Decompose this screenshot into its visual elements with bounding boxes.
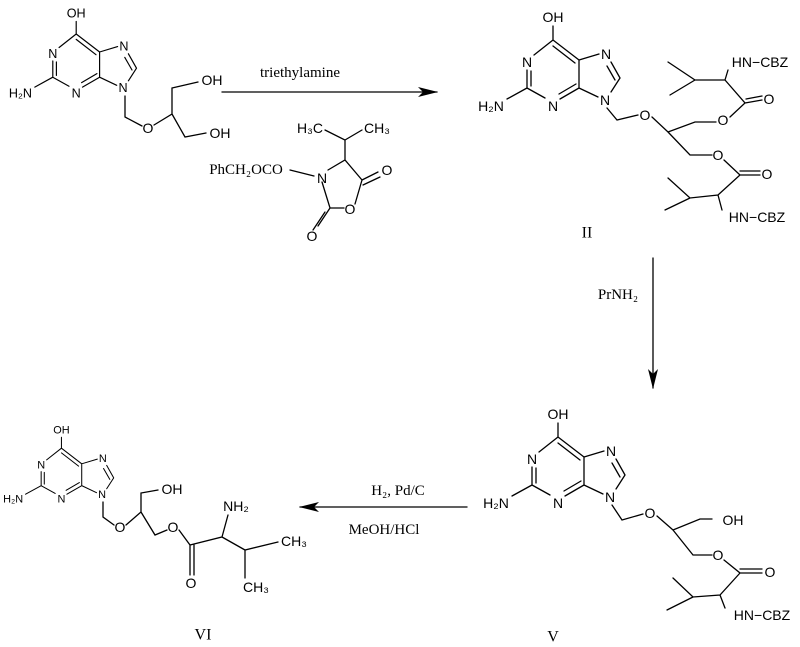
ester-o: O bbox=[168, 519, 179, 535]
hydroxyl: OH bbox=[162, 481, 183, 497]
carbonyl-o-1: O bbox=[764, 91, 775, 107]
ether-o: O bbox=[645, 505, 656, 521]
carbonyl-o-2: O bbox=[307, 228, 318, 244]
ether-o: O bbox=[640, 107, 651, 123]
reagent-propylamine: PrNH₂ bbox=[598, 287, 638, 303]
hn-cbz: HN−CBZ bbox=[734, 607, 791, 623]
ether-o: O bbox=[115, 519, 126, 535]
reagent-hydrogenation: H₂, Pd/C bbox=[371, 483, 425, 499]
hn-cbz-2: HN−CBZ bbox=[729, 209, 786, 225]
guanine-bonds bbox=[34, 20, 138, 88]
compound-label-vi: VI bbox=[195, 627, 212, 644]
guanine-ring: OH N N N N H₂N bbox=[9, 6, 138, 100]
hn-cbz-1: HN−CBZ bbox=[732, 54, 789, 70]
compound-label-ii: II bbox=[582, 225, 593, 242]
ring-n: N bbox=[317, 170, 327, 186]
guanine-bonds bbox=[25, 436, 115, 495]
methyl-2: CH₃ bbox=[243, 579, 269, 595]
n7-label: N bbox=[119, 40, 128, 54]
guanine-ring: OH N N N N H₂N bbox=[483, 406, 626, 511]
hydroxyl-label: OH bbox=[67, 6, 86, 20]
hydroxyl-label: OH bbox=[543, 9, 564, 25]
methyl-1: CH₃ bbox=[281, 533, 307, 549]
ganciclovir-structure: OH N N N N H₂N O OH OH bbox=[9, 6, 231, 141]
cbz-valine-anhydride-structure: PhCH₂OCO N H₃C CH₃ O O O bbox=[209, 120, 392, 244]
amino-nh2: NH₂ bbox=[223, 498, 249, 514]
n3-label: N bbox=[553, 495, 563, 511]
amino-label: H₂N bbox=[478, 98, 504, 114]
n1-label: N bbox=[37, 459, 45, 471]
guanine-bonds bbox=[511, 422, 626, 497]
n7-label: N bbox=[606, 443, 616, 459]
n9-label: N bbox=[605, 489, 615, 505]
compound-vi-structure: OH N N N N H₂N O OH O O NH₂ CH₃ CH₃ bbox=[3, 424, 307, 595]
n7-label: N bbox=[601, 46, 611, 62]
n9-label: N bbox=[98, 489, 106, 501]
n9-label: N bbox=[118, 81, 127, 95]
n3-label: N bbox=[72, 86, 81, 100]
reagent-triethylamine: triethylamine bbox=[260, 65, 340, 81]
methyl-right: CH₃ bbox=[364, 120, 390, 136]
methyl-left: H₃C bbox=[297, 120, 323, 136]
ether-o: O bbox=[143, 120, 154, 136]
reagent-solvent: MeOH/HCl bbox=[349, 522, 420, 538]
compound-v-structure: OH N N N N H₂N O OH O O HN−CBZ bbox=[483, 406, 790, 623]
hydroxyl-label: OH bbox=[548, 406, 569, 422]
hydroxyl: OH bbox=[723, 512, 744, 528]
ring-o: O bbox=[345, 201, 356, 217]
n9-label: N bbox=[600, 92, 610, 108]
ester-o: O bbox=[713, 547, 724, 563]
compound-ii-structure: OH N N N N H₂N O O O HN−CBZ O O HN−CBZ bbox=[478, 9, 788, 225]
compound-label-v: V bbox=[547, 629, 559, 646]
ester-o-2: O bbox=[713, 147, 724, 163]
guanine-ring: OH N N N N H₂N bbox=[478, 9, 621, 114]
n1-label: N bbox=[48, 47, 57, 61]
carbonyl-o: O bbox=[186, 575, 197, 591]
amino-label: H₂N bbox=[483, 495, 509, 511]
n3-label: N bbox=[57, 494, 65, 506]
amino-label: H₂N bbox=[9, 86, 32, 100]
guanine-bonds bbox=[506, 25, 621, 100]
amino-label: H₂N bbox=[3, 494, 23, 506]
hydroxyl-label: OH bbox=[53, 424, 69, 436]
carbonyl-o: O bbox=[765, 564, 776, 580]
carbonyl-o-1: O bbox=[382, 162, 393, 178]
n1-label: N bbox=[522, 54, 532, 70]
guanine-ring: OH N N N N H₂N bbox=[3, 424, 115, 506]
hydroxyl-2: OH bbox=[210, 125, 231, 141]
cbz-group-label: PhCH₂OCO bbox=[209, 162, 283, 178]
n7-label: N bbox=[99, 453, 107, 465]
ester-o-1: O bbox=[718, 112, 729, 128]
n1-label: N bbox=[527, 451, 537, 467]
carbonyl-o-2: O bbox=[762, 166, 773, 182]
n3-label: N bbox=[548, 98, 558, 114]
hydroxyl-1: OH bbox=[202, 72, 223, 88]
